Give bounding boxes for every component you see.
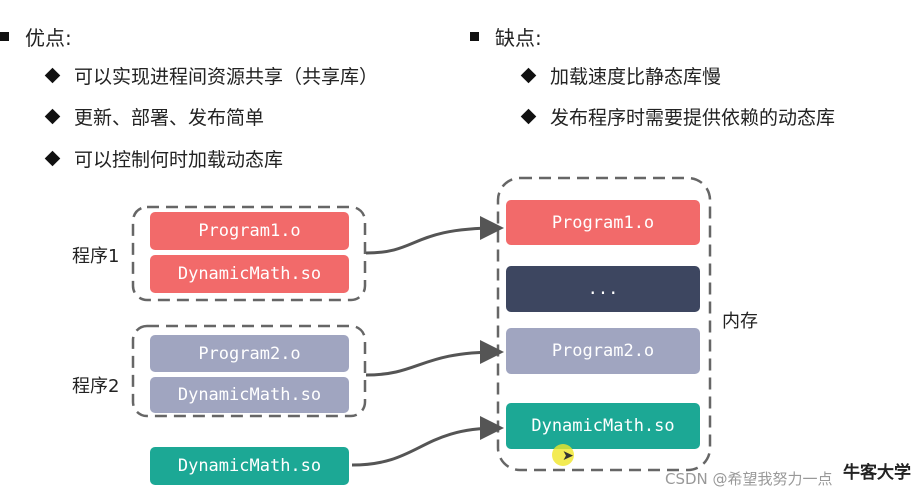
program1-object-block: Program1.o	[150, 212, 349, 250]
memory-ellipsis-block: ...	[506, 266, 700, 312]
pros-item-text: 更新、部署、发布简单	[74, 107, 265, 129]
square-bullet-icon	[0, 32, 9, 41]
cons-item: 加载速度比静态库慢	[520, 62, 722, 89]
pros-item: 可以控制何时加载动态库	[44, 145, 284, 172]
program1-dynlib-block: DynamicMath.so	[150, 255, 349, 293]
program2-label: 程序2	[72, 376, 120, 397]
cons-title: 缺点:	[495, 26, 542, 50]
memory-label: 内存	[722, 311, 758, 332]
square-bullet-icon	[470, 32, 479, 41]
program2-dynlib-block: DynamicMath.so	[150, 377, 349, 413]
program2-object-block: Program2.o	[150, 335, 349, 372]
cons-item-text: 发布程序时需要提供依赖的动态库	[550, 107, 836, 129]
pros-heading: 优点:	[0, 22, 72, 51]
cursor-highlight	[552, 444, 574, 466]
shared-lib-block: DynamicMath.so	[150, 447, 349, 485]
pros-item: 可以实现进程间资源共享（共享库）	[44, 62, 379, 89]
memory-program1-block: Program1.o	[506, 200, 700, 245]
arrow-shared-lib	[351, 416, 504, 467]
arrow-program1	[365, 216, 504, 255]
pros-item-text: 可以控制何时加载动态库	[74, 149, 284, 171]
program1-group-border	[131, 205, 367, 302]
cons-heading: 缺点:	[470, 22, 542, 51]
memory-program2-block: Program2.o	[506, 328, 700, 374]
arrow-program2	[365, 340, 504, 377]
program1-label: 程序1	[72, 246, 120, 267]
cons-item-text: 加载速度比静态库慢	[550, 66, 722, 88]
cons-item: 发布程序时需要提供依赖的动态库	[520, 103, 836, 130]
pros-item: 更新、部署、发布简单	[44, 103, 265, 130]
pros-item-text: 可以实现进程间资源共享（共享库）	[74, 66, 379, 88]
pros-title: 优点:	[25, 26, 72, 50]
watermark: CSDN @希望我努力一点	[665, 470, 833, 488]
memory-dynlib-block: DynamicMath.so	[506, 403, 700, 449]
mouse-cursor-icon: ➤	[562, 448, 574, 464]
program2-group-border	[131, 324, 367, 418]
logo: 牛客大学	[843, 463, 911, 483]
memory-border	[496, 176, 712, 472]
